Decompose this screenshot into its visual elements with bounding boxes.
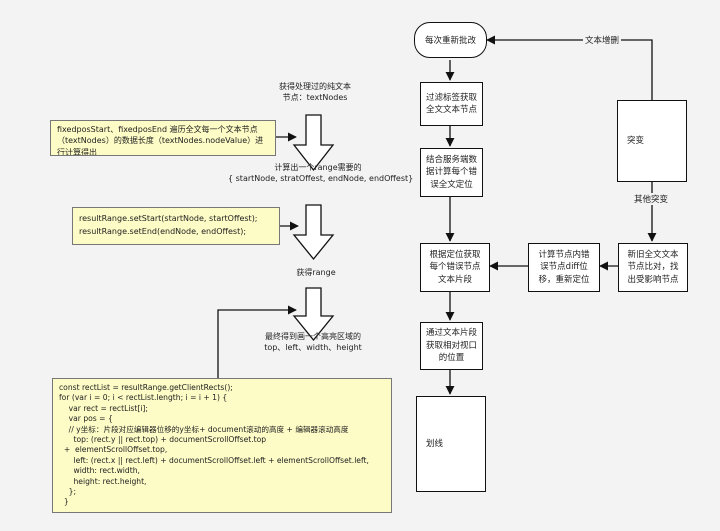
step4-label: 最终得到画一个高亮区域的 top、left、width、height xyxy=(264,332,362,352)
note-fixedpos: fixedposStart、fixedposEnd 遍历全文每一个文本节点 （t… xyxy=(50,120,276,156)
edge-label-text-change: 文本增删 xyxy=(583,34,622,46)
locate-step: 结合服务端数 据计算每个错 误全文定位 xyxy=(420,148,483,197)
hollow-arrow-2 xyxy=(292,204,335,261)
start-terminal: 每次重新批改 xyxy=(414,22,487,58)
note-set-range: resultRange.setStart(startNode, startOff… xyxy=(72,207,280,245)
viewport-label: 通过文本片段 获取相对视口 的位置 xyxy=(425,328,477,364)
mutate-step: 突变 xyxy=(617,100,687,182)
draw-label: 划线 xyxy=(426,438,444,449)
compare-step: 新旧全文文本 节点比对，找 出受影响节点 xyxy=(618,243,688,292)
edge-label-other-mutation: 其他突变 xyxy=(632,193,671,205)
draw-step: 划线 xyxy=(416,396,486,492)
start-label: 每次重新批改 xyxy=(424,36,476,46)
hollow-arrow-3 xyxy=(292,287,335,342)
mutate-label: 突变 xyxy=(627,135,645,146)
hollow-arrow-1 xyxy=(292,114,335,172)
recalc-step: 计算节点内错 误节点diff位 移，重新定位 xyxy=(528,243,600,292)
locate-label: 结合服务端数 据计算每个错 误全文定位 xyxy=(425,154,477,190)
fragment-label: 根据定位获取 每个错误节点 文本片段 xyxy=(429,249,481,285)
step3-label: 获得range xyxy=(296,268,336,277)
filter-label: 过滤标签获取 全文文本节点 xyxy=(425,92,477,116)
connector-code xyxy=(217,305,297,378)
fragment-step: 根据定位获取 每个错误节点 文本片段 xyxy=(420,243,490,292)
step2-label: 计算出一个range需要的 { startNode, stratOffest, … xyxy=(228,163,414,183)
viewport-step: 通过文本片段 获取相对视口 的位置 xyxy=(420,322,483,370)
filter-step: 过滤标签获取 全文文本节点 xyxy=(420,82,483,126)
code-snippet: const rectList = resultRange.getClientRe… xyxy=(52,378,392,513)
edge-mutate-to-start xyxy=(486,35,653,100)
compare-label: 新旧全文文本 节点比对，找 出受影响节点 xyxy=(627,249,679,285)
step1-label: 获得处理过的纯文本 节点：textNodes xyxy=(279,82,351,102)
recalc-label: 计算节点内错 误节点diff位 移，重新定位 xyxy=(538,249,590,285)
